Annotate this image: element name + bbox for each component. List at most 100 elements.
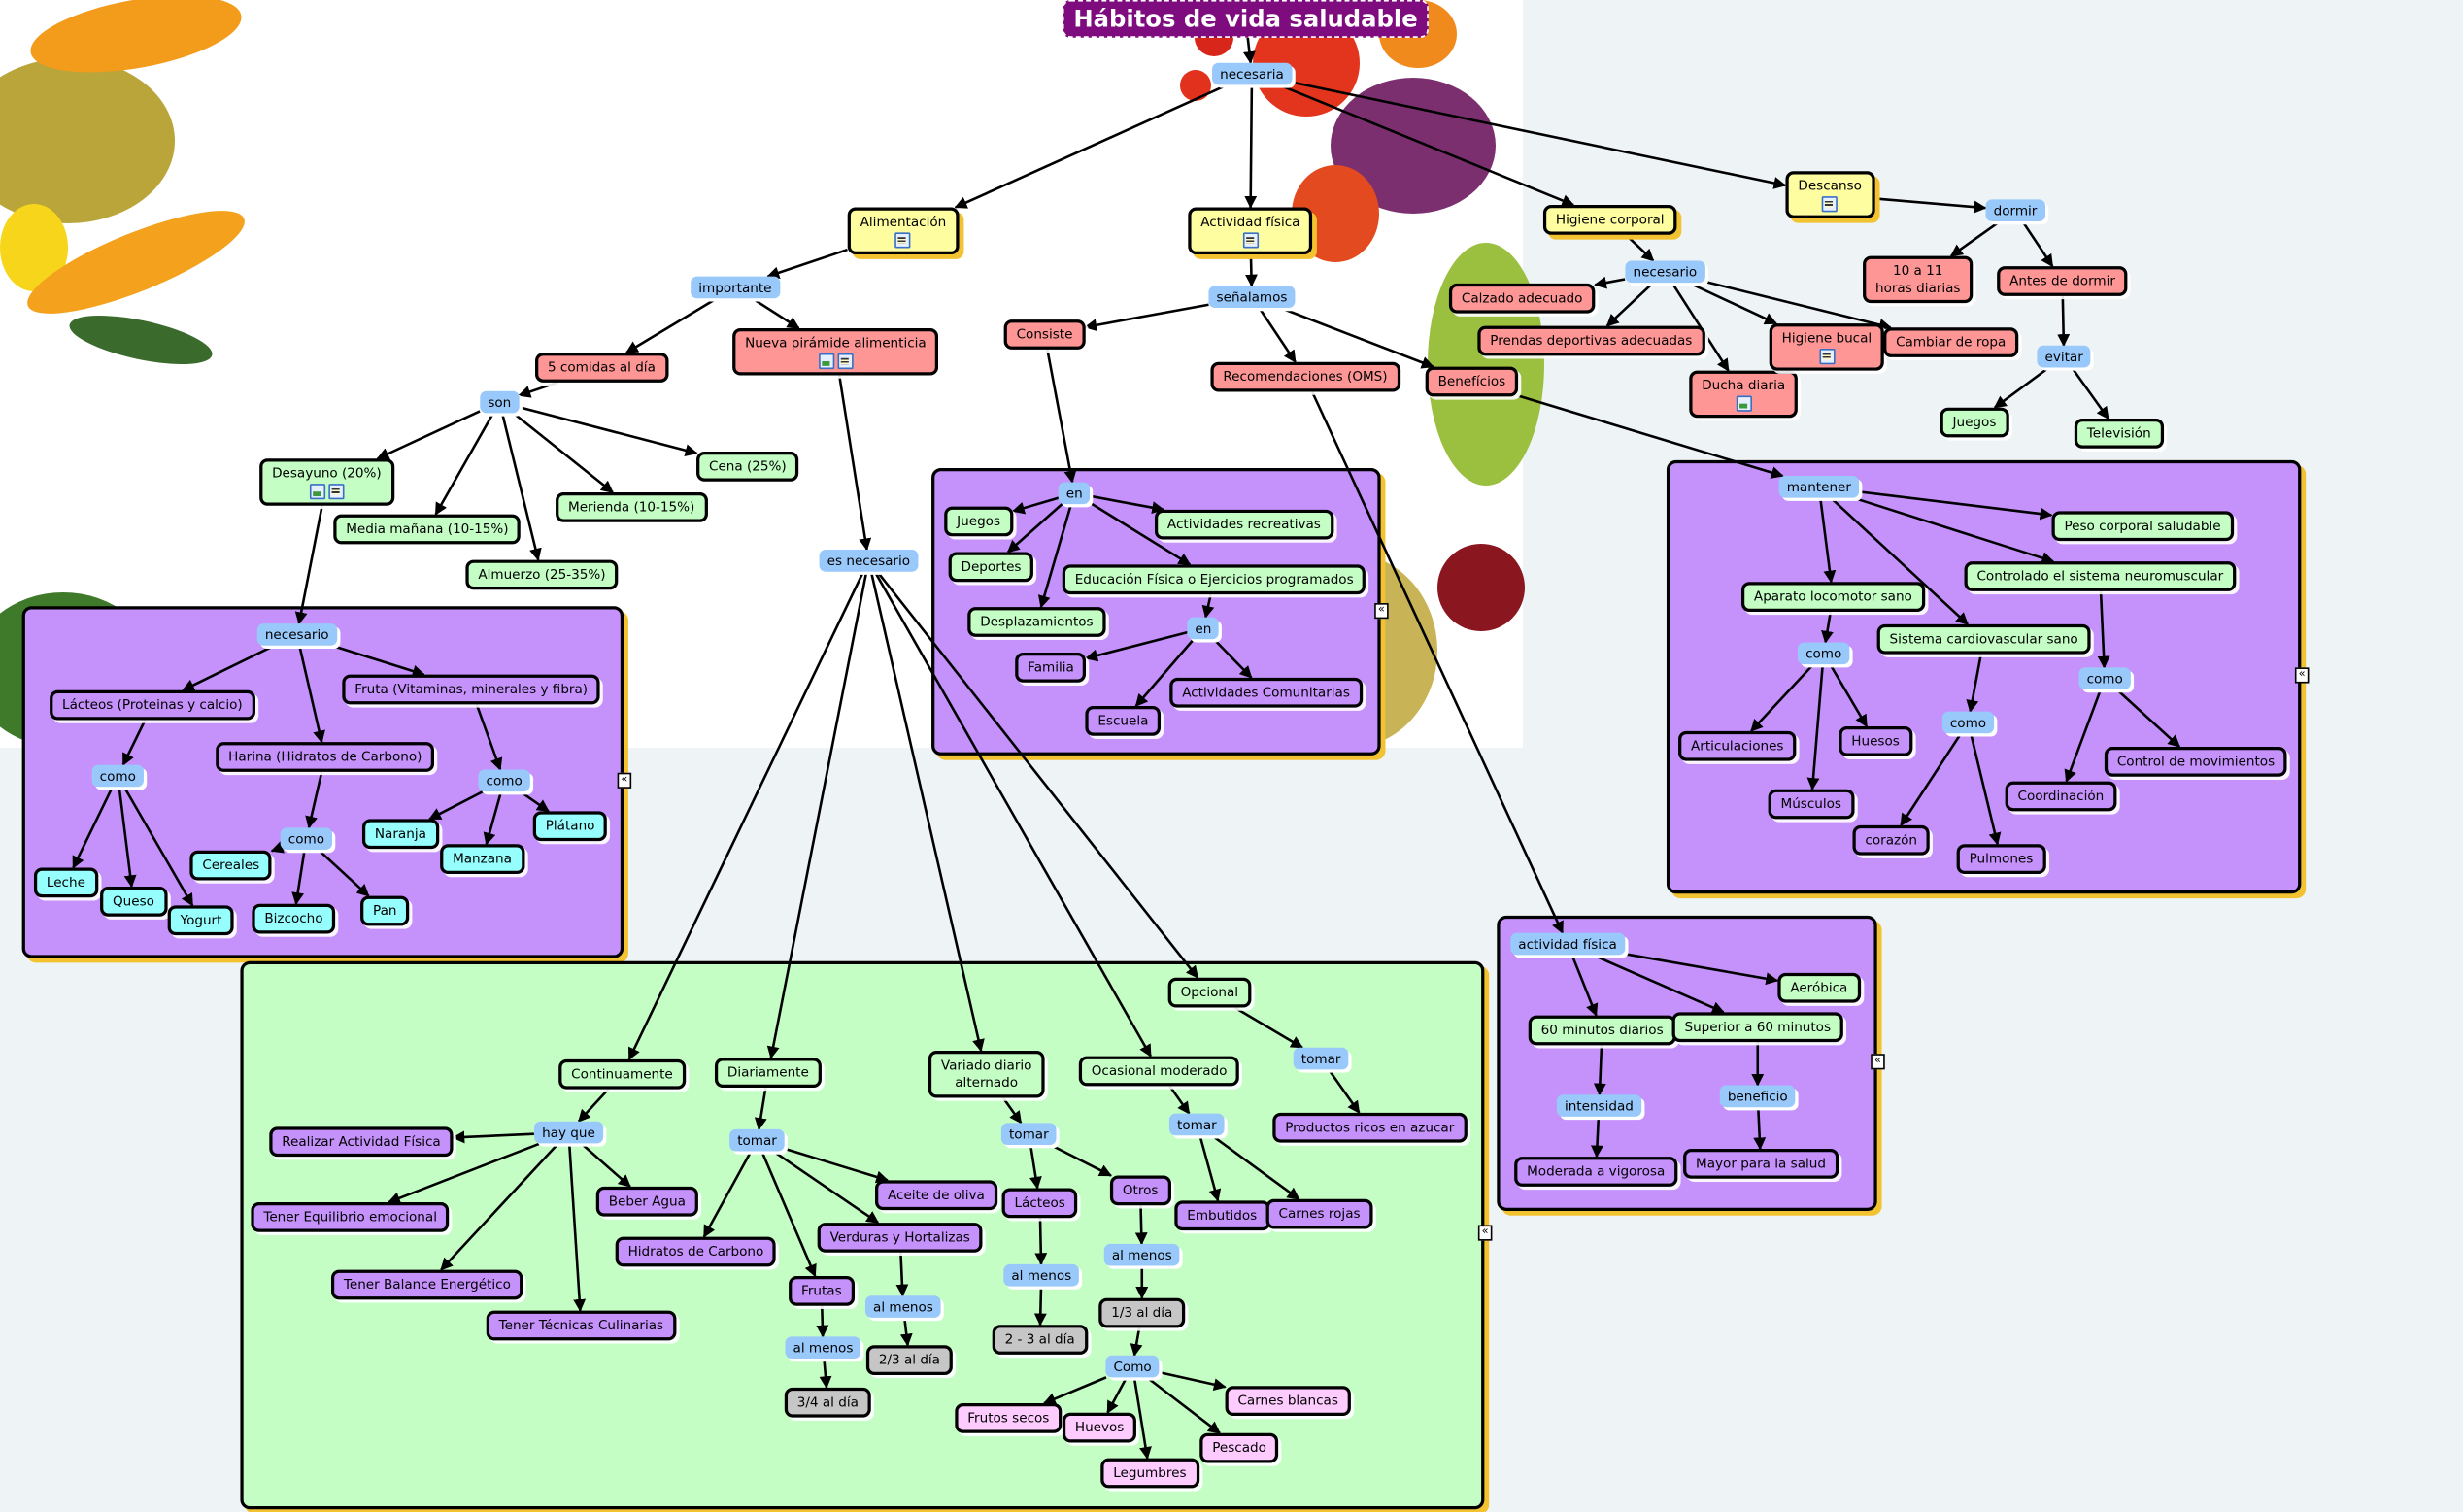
link-phrase-hig-necesario[interactable]: necesario: [1625, 260, 1705, 284]
concept-actividad-fisica[interactable]: Actividad física: [1188, 207, 1313, 255]
concept-carnes-blancas[interactable]: Carnes blancas: [1225, 1386, 1351, 1416]
concept-yogurt[interactable]: Yogurt: [167, 905, 235, 936]
concept-media-manana[interactable]: Media mañana (10-15%): [333, 514, 522, 545]
link-phrase-al-menos-ver[interactable]: al menos: [864, 1295, 941, 1318]
link-phrase-evitar[interactable]: evitar: [2037, 345, 2091, 368]
concept-educacion-fisica[interactable]: Educación Física o Ejercicios programado…: [1062, 564, 1366, 595]
concept-tres-cuartos[interactable]: 3/4 al día: [784, 1387, 871, 1418]
concept-harina[interactable]: Harina (Hidratos de Carbono): [216, 742, 435, 772]
concept-articulaciones[interactable]: Articulaciones: [1678, 730, 1797, 761]
concept-juegos-af[interactable]: Juegos: [944, 506, 1013, 537]
link-phrase-hay-que[interactable]: hay que: [534, 1121, 603, 1144]
concept-calzado[interactable]: Calzado adecuado: [1448, 283, 1596, 314]
link-phrase-oms-actividad[interactable]: actividad física: [1510, 932, 1625, 956]
concept-bizcocho[interactable]: Bizcocho: [252, 903, 336, 934]
image-resource-icon[interactable]: [309, 484, 325, 500]
concept-superior-60[interactable]: Superior a 60 minutos: [1671, 1012, 1843, 1043]
concept-pulmones[interactable]: Pulmones: [1956, 844, 2046, 875]
concept-ocasional[interactable]: Ocasional moderado: [1078, 1056, 1240, 1087]
concept-tecnicas[interactable]: Tener Técnicas Culinarias: [486, 1310, 677, 1341]
concept-desayuno[interactable]: Desayuno (20%): [259, 458, 394, 506]
concept-frutas[interactable]: Frutas: [789, 1276, 855, 1306]
link-phrase-como-loc[interactable]: como: [1797, 642, 1850, 665]
concept-ducha[interactable]: Ducha diaria: [1689, 370, 1799, 419]
document-resource-icon[interactable]: [1822, 196, 1839, 213]
concept-opcional[interactable]: Opcional: [1167, 977, 1251, 1008]
link-phrase-en1[interactable]: en: [1058, 482, 1091, 505]
concept-aceite[interactable]: Aceite de oliva: [875, 1180, 997, 1211]
concept-beneficios[interactable]: Benefícios: [1425, 366, 1519, 397]
collapse-toggle-icon[interactable]: «: [617, 772, 632, 789]
concept-leche[interactable]: Leche: [33, 867, 98, 898]
concept-juegos-d[interactable]: Juegos: [1940, 407, 2009, 438]
concept-balance[interactable]: Tener Balance Energético: [330, 1269, 523, 1300]
concept-neuromuscular[interactable]: Controlado el sistema neuromuscular: [1964, 561, 2237, 591]
link-phrase-al-menos-ot[interactable]: al menos: [1103, 1243, 1180, 1266]
link-phrase-son[interactable]: son: [480, 390, 520, 414]
concept-locomotor[interactable]: Aparato locomotor sano: [1740, 582, 1925, 612]
concept-dos-tres[interactable]: 2 - 3 al día: [992, 1325, 1088, 1355]
concept-huesos[interactable]: Huesos: [1839, 726, 1912, 756]
concept-pescado[interactable]: Pescado: [1199, 1432, 1279, 1463]
link-phrase-tomar-d[interactable]: tomar: [729, 1128, 785, 1152]
concept-queso[interactable]: Queso: [100, 886, 167, 917]
concept-variado[interactable]: Variado diario alternado: [928, 1050, 1045, 1098]
concept-cena[interactable]: Cena (25%): [696, 451, 799, 482]
link-phrase-necesaria[interactable]: necesaria: [1212, 62, 1292, 85]
link-phrase-como-card[interactable]: como: [1941, 711, 1995, 734]
document-resource-icon[interactable]: [1818, 349, 1835, 365]
concept-moderada[interactable]: Moderada a vigorosa: [1514, 1157, 1678, 1187]
concept-descanso[interactable]: Descanso: [1785, 171, 1874, 218]
concept-legumbres[interactable]: Legumbres: [1100, 1458, 1199, 1489]
document-resource-icon[interactable]: [1242, 232, 1259, 249]
concept-pan[interactable]: Pan: [360, 895, 410, 926]
concept-frutos-secos[interactable]: Frutos secos: [955, 1403, 1063, 1433]
concept-mayor-salud[interactable]: Mayor para la salud: [1683, 1149, 1839, 1179]
concept-consiste[interactable]: Consiste: [1003, 319, 1086, 350]
collapse-toggle-icon[interactable]: «: [1871, 1054, 1885, 1070]
link-phrase-intensidad[interactable]: intensidad: [1556, 1094, 1641, 1117]
concept-deportes[interactable]: Deportes: [948, 552, 1034, 583]
concept-aerobica[interactable]: Aeróbica: [1777, 972, 1861, 1003]
concept-manzana[interactable]: Manzana: [440, 844, 524, 875]
document-resource-icon[interactable]: [894, 232, 912, 249]
link-phrase-desayuno-necesario[interactable]: necesario: [256, 623, 337, 646]
concept-otros[interactable]: Otros: [1109, 1175, 1171, 1206]
link-phrase-es-necesario[interactable]: es necesario: [819, 550, 919, 572]
concept-television[interactable]: Televisión: [2074, 419, 2164, 449]
link-phrase-como-harina[interactable]: como: [280, 827, 333, 850]
concept-coordinacion[interactable]: Coordinación: [2005, 781, 2117, 812]
concept-lacteos-v[interactable]: Lácteos: [1001, 1188, 1078, 1219]
concept-nueva-piramide[interactable]: Nueva pirámide alimenticia: [732, 328, 939, 376]
concept-control-mov[interactable]: Control de movimientos: [2104, 747, 2288, 777]
concept-platano[interactable]: Plátano: [532, 811, 608, 842]
concept-cereales[interactable]: Cereales: [189, 850, 273, 881]
collapse-toggle-icon[interactable]: «: [2294, 667, 2310, 684]
concept-cambiar-ropa[interactable]: Cambiar de ropa: [1883, 327, 2019, 357]
concept-carnes-rojas[interactable]: Carnes rojas: [1265, 1198, 1373, 1229]
concept-naranja[interactable]: Naranja: [361, 819, 439, 850]
document-resource-icon[interactable]: [837, 353, 854, 370]
concept-act-comunitarias[interactable]: Actividades Comunitarias: [1169, 677, 1363, 708]
concept-lacteos-prot[interactable]: Lácteos (Proteinas y calcio): [50, 689, 255, 721]
link-phrase-senalamos[interactable]: señalamos: [1208, 286, 1296, 308]
concept-peso[interactable]: Peso corporal saludable: [2051, 511, 2234, 542]
link-phrase-al-menos-lac[interactable]: al menos: [1003, 1263, 1080, 1287]
concept-prendas[interactable]: Prendas deportivas adecuadas: [1477, 325, 1705, 356]
image-resource-icon[interactable]: [818, 353, 834, 370]
link-phrase-tomar-v[interactable]: tomar: [1000, 1123, 1057, 1146]
concept-corazon[interactable]: corazón: [1852, 824, 1930, 856]
concept-higiene-bucal[interactable]: Higiene bucal: [1769, 323, 1885, 371]
link-phrase-tomar-o[interactable]: tomar: [1168, 1113, 1225, 1136]
collapse-toggle-icon[interactable]: «: [1374, 603, 1389, 620]
concept-beber-agua[interactable]: Beber Agua: [595, 1186, 698, 1217]
collapse-toggle-icon[interactable]: «: [1477, 1225, 1493, 1241]
link-phrase-como-ot[interactable]: Como: [1105, 1355, 1160, 1378]
link-phrase-al-menos-fr[interactable]: al menos: [785, 1336, 861, 1359]
concept-antes-dormir[interactable]: Antes de dormir: [1997, 266, 2128, 296]
concept-cinco-comidas[interactable]: 5 comidas al día: [535, 353, 668, 383]
link-phrase-como-fruta[interactable]: como: [478, 769, 530, 792]
link-phrase-mantener[interactable]: mantener: [1778, 476, 1860, 498]
link-phrase-como-neuro[interactable]: como: [2078, 667, 2131, 689]
concept-huevos[interactable]: Huevos: [1062, 1412, 1137, 1443]
